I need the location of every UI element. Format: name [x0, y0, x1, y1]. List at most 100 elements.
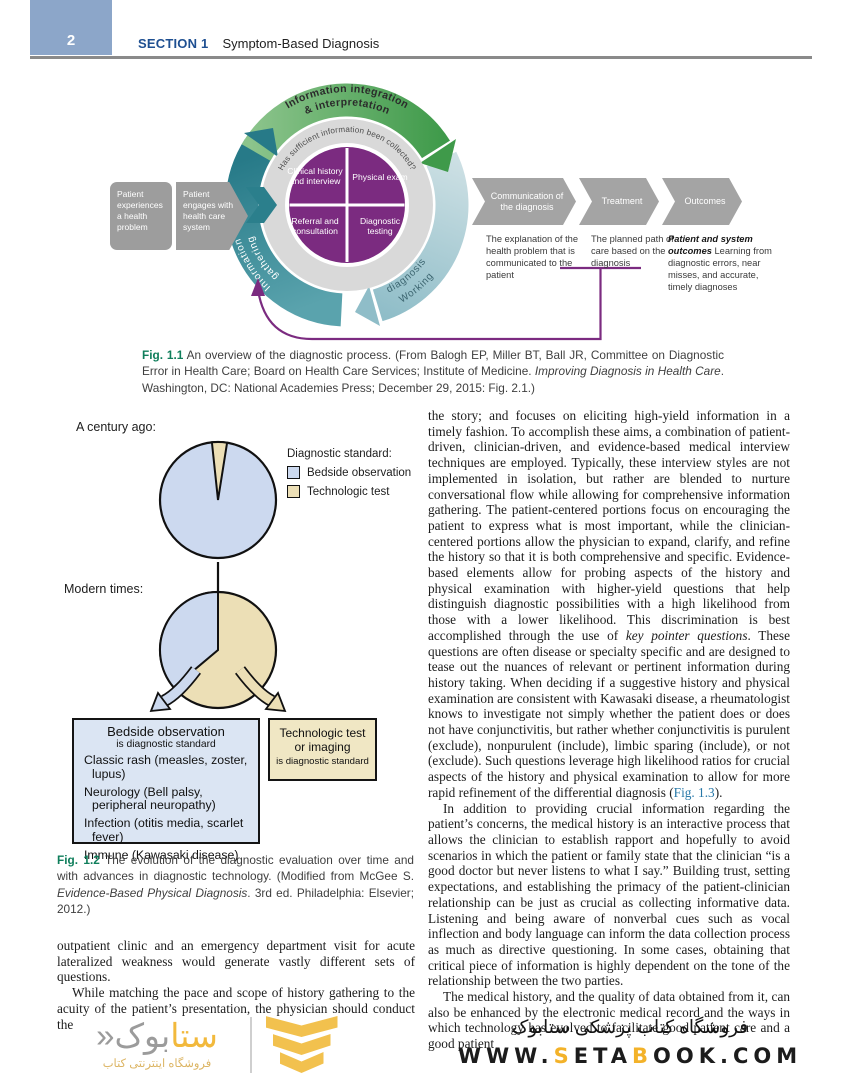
caption-text-end: . 3rd ed. Philadelphia: Elsevier; 2012.) — [57, 885, 414, 916]
logo-word-yellow: ستا — [170, 1017, 218, 1055]
information-gathering-arc — [225, 138, 343, 327]
bedside-item-infection: Infection (otitis media, scarlet fever) — [84, 816, 244, 844]
url-segment: B — [632, 1044, 654, 1068]
section-label: SECTION 1 — [138, 36, 209, 51]
bedside-swatch-icon — [287, 466, 300, 479]
quadrant-diagnostic-testing: Diagnostic testing — [359, 216, 401, 237]
working-diagnosis-arc — [372, 151, 469, 322]
caption-text: The evolution of the diagnostic evaluati… — [57, 853, 414, 884]
logo-tagline: فروشگاه اینترنتی کتاب — [102, 1057, 212, 1070]
key-pointer-questions-italic: key pointer questions — [625, 627, 748, 643]
annotation-communication: The explanation of the health problem th… — [486, 234, 579, 281]
store-title: فروشگاه کتاب پزشکی ستابوک — [511, 1016, 749, 1037]
bedside-box-title: Bedside observation — [107, 724, 225, 739]
chevron-icon — [265, 1016, 338, 1037]
right-text-column: the story; and focuses on eliciting high… — [428, 408, 790, 1052]
bedside-item-immune: Immune (Kawasaki disease) — [84, 847, 239, 862]
left-column-paragraph-1: outpatient clinic and an emergency depar… — [57, 938, 415, 985]
setabook-logo-word: ستابوک« — [78, 1017, 236, 1055]
caption-italic-title: Evidence-Based Physical Diagnosis — [57, 885, 248, 900]
url-segment: ETA — [573, 1044, 633, 1068]
figure-1-2-pie-charts: A century ago: Modern times: Diagnostic … — [0, 410, 430, 916]
figure-1-2-caption: Fig. 1.2 The evolution of the diagnostic… — [57, 852, 414, 917]
logo-guillemet: « — [96, 1017, 115, 1055]
pie-charts-graphic — [149, 440, 287, 713]
feedback-connector-line — [256, 266, 641, 341]
logo-word-gray: بوک — [114, 1017, 171, 1055]
pie-modern-bedside-slice — [159, 590, 219, 689]
legend-item-technologic-label: Technologic test — [307, 485, 390, 498]
chevron-icon — [272, 1034, 331, 1055]
figure-1-1-caption: Fig. 1.1 An overview of the diagnostic p… — [142, 347, 724, 396]
left-text-column: outpatient clinic and an emergency depar… — [57, 938, 415, 1032]
figure-1-2-label: Fig. 1.2 — [57, 853, 100, 867]
annotation-outcomes-body: Learning from diagnostic errors, near mi… — [668, 246, 772, 293]
header-rule — [30, 56, 812, 59]
setabook-logo: ستابوک« فروشگاه اینترنتی کتاب — [78, 1016, 338, 1073]
pie-label-century-ago: A century ago: — [76, 420, 156, 434]
diagnostic-cycle-graphic: Information integration & interpretation… — [225, 83, 641, 341]
pie-century-technologic-slice — [210, 440, 229, 501]
right-column-paragraph-3: The medical history, and the quality of … — [428, 989, 790, 1052]
quadrant-physical-exam: Physical exam — [352, 172, 408, 182]
store-footer: فروشگاه کتاب پزشکی ستابوک WWW.SETABOOK.C… — [424, 1016, 836, 1068]
arrow-bedside-body — [161, 667, 200, 706]
url-segment: OOK.COM — [653, 1044, 803, 1068]
chevron-communication: Communication of the diagnosis — [472, 178, 576, 225]
arrow-technologic-head — [264, 691, 287, 713]
figure-1-1-diagnostic-process-diagram: Information integration & interpretation… — [0, 75, 844, 407]
annotation-treatment: The planned path of care based on the di… — [591, 234, 674, 269]
bedside-box-subtitle: is diagnostic standard — [116, 739, 216, 750]
legend-item-bedside-label: Bedside observation — [307, 466, 412, 479]
information-integration-arc — [241, 83, 450, 162]
feedback-arrowhead — [251, 278, 265, 296]
technologic-box-subtitle: is diagnostic standard — [276, 755, 369, 767]
figure-1-3-reference-link[interactable]: Fig. 1.3 — [673, 784, 715, 800]
technologic-box-line1: Technologic test — [279, 726, 366, 740]
technologic-swatch-icon — [287, 485, 300, 498]
bedside-item-classic-rash: Classic rash (measles, zoster, lupus) — [84, 753, 248, 781]
section-title: Symptom-Based Diagnosis — [222, 36, 380, 51]
annotation-outcomes: Patient and system outcomes Learning fro… — [668, 233, 776, 293]
chevron-emblem-icon — [265, 1016, 338, 1073]
right-arc-arrowhead — [355, 286, 380, 326]
paragraph-text: the story; and focuses on eliciting high… — [428, 408, 790, 643]
bedside-item-neurology: Neurology (Bell palsy, peripheral neurop… — [84, 784, 216, 813]
patient-problem-box: Patient experiences a health problem — [110, 182, 172, 250]
page-number: 2 — [66, 32, 76, 49]
pie-label-modern-times: Modern times: — [64, 582, 144, 596]
technologic-box-line2: or imaging — [294, 740, 351, 755]
caption-italic-title: Improving Diagnosis in Health Care — [534, 364, 721, 379]
logo-divider — [250, 1016, 252, 1073]
paragraph-text: . These questions are often disease or s… — [428, 627, 790, 800]
figure-1-1-label: Fig. 1.1 — [142, 348, 184, 362]
caption-text-end: . Washington, DC: National Academies Pre… — [142, 364, 724, 395]
right-column-paragraph-2: In addition to providing crucial informa… — [428, 800, 790, 989]
legend-item-technologic: Technologic test — [287, 485, 411, 498]
chevron-icon — [279, 1052, 324, 1073]
bedside-observation-box: Bedside observation is diagnostic standa… — [72, 718, 260, 861]
right-column-paragraph-1: the story; and focuses on eliciting high… — [428, 408, 790, 801]
quadrant-referral-consultation: Referral and consultation — [291, 216, 339, 237]
chevron-outcomes: Outcomes — [662, 178, 742, 225]
url-segment: WWW. — [457, 1044, 554, 1068]
entry-arrow-icon — [246, 187, 277, 223]
chevron-treatment: Treatment — [579, 178, 659, 225]
paragraph-text: ). — [714, 784, 723, 800]
caption-text: An overview of the diagnostic process. (… — [142, 348, 724, 379]
setabook-logo-wordmark: ستابوک« فروشگاه اینترنتی کتاب — [78, 1017, 236, 1070]
pie-legend: Diagnostic standard: Bedside observation… — [287, 448, 411, 498]
arrow-technologic-body — [236, 667, 275, 706]
quadrant-clinical-history: Clinical history and interview — [287, 166, 343, 187]
teal-arc-arrowhead — [244, 128, 278, 157]
technologic-test-box: Technologic test or imaging is diagnosti… — [268, 718, 377, 781]
legend-title: Diagnostic standard: — [287, 448, 392, 460]
store-url[interactable]: WWW.SETABOOK.COM — [424, 1044, 836, 1068]
legend-item-bedside: Bedside observation — [287, 466, 411, 479]
annotation-outcomes-title: Patient and system outcomes — [668, 234, 753, 257]
page-number-box: 2 — [30, 0, 112, 55]
running-head: SECTION 1 Symptom-Based Diagnosis — [138, 36, 379, 51]
url-segment: S — [553, 1044, 574, 1068]
green-arc-arrowhead — [420, 139, 456, 172]
